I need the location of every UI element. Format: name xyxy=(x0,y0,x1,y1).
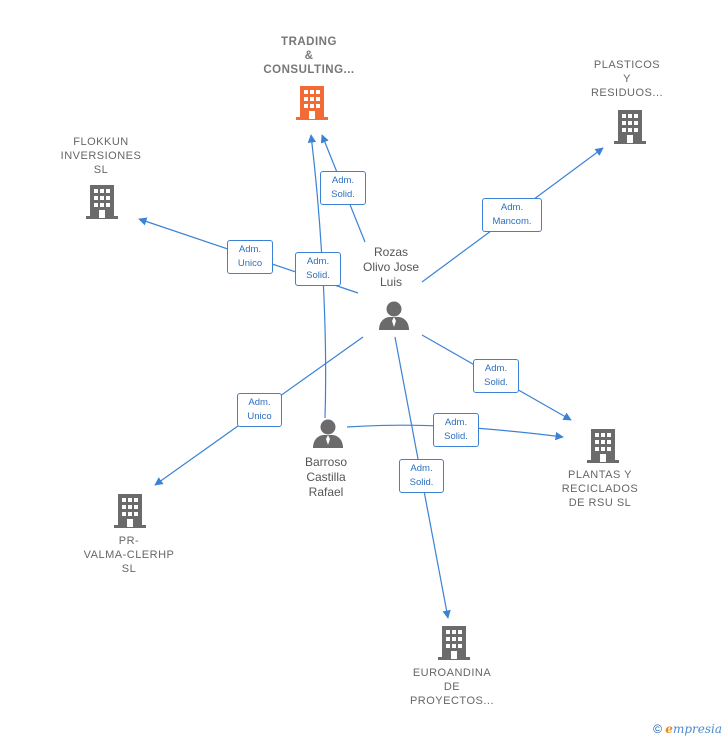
plasticos-building-icon[interactable] xyxy=(614,110,646,144)
company-label-flokkun[interactable]: FLOKKUN INVERSIONES SL xyxy=(60,136,142,176)
person-label-rozas[interactable]: Rozas Olivo Jose Luis xyxy=(362,245,420,289)
role-badge-rozas-plantas: Adm. Solid. xyxy=(473,359,519,393)
role-badge-rozas-euroandina: Adm. Solid. xyxy=(399,459,444,493)
copyright-footer: © empresia xyxy=(653,722,722,736)
empresia-logo-text: mpresia xyxy=(672,722,722,736)
company-label-plasticos[interactable]: PLASTICOS Y RESIDUOS... xyxy=(590,59,664,99)
role-badge-rozas-plasticos: Adm. Mancom. xyxy=(482,198,542,232)
rozas-person-icon[interactable] xyxy=(378,300,410,330)
empresia-logo-e: e xyxy=(665,722,673,736)
role-badge-rozas-trading: Adm. Solid. xyxy=(320,171,366,205)
person-label-barroso[interactable]: Barroso Castilla Rafael xyxy=(304,455,348,499)
company-label-plantas[interactable]: PLANTAS Y RECICLADOS DE RSU SL xyxy=(561,469,639,509)
role-badge-rozas-prvalma: Adm. Unico xyxy=(237,393,282,427)
role-badge-barroso-trading: Adm. Solid. xyxy=(295,252,341,286)
flokkun-building-icon[interactable] xyxy=(86,185,118,219)
empresia-logo[interactable]: empresia xyxy=(665,722,722,736)
prvalma-building-icon[interactable] xyxy=(114,494,146,528)
trading-building-icon[interactable] xyxy=(296,86,328,120)
barroso-person-icon[interactable] xyxy=(312,418,344,448)
company-label-trading[interactable]: TRADING & CONSULTING... xyxy=(263,36,355,76)
copyright-symbol: © xyxy=(653,722,662,736)
role-badge-barroso-plantas: Adm. Solid. xyxy=(433,413,479,447)
company-label-euroandina[interactable]: EUROANDINA DE PROYECTOS... xyxy=(409,667,495,707)
plantas-building-icon[interactable] xyxy=(587,429,619,463)
company-label-prvalma[interactable]: PR- VALMA-CLERHP SL xyxy=(83,535,175,575)
euroandina-building-icon[interactable] xyxy=(438,626,470,660)
role-badge-rozas-flokkun: Adm. Unico xyxy=(227,240,273,274)
